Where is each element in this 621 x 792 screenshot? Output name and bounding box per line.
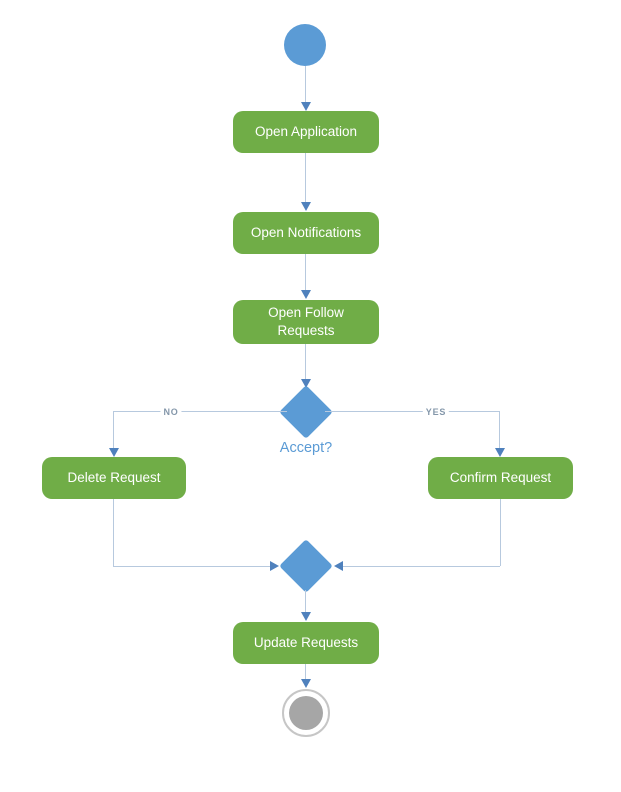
action-label: Confirm Request — [449, 470, 552, 486]
edge-label-no: NO — [160, 407, 182, 417]
edge-merge-to-update-requests — [305, 590, 306, 612]
arrowhead-icon — [301, 612, 311, 621]
edge-no-to-delete-request — [113, 411, 114, 448]
end-node-icon — [282, 689, 330, 737]
action-label: Update Requests — [253, 635, 359, 651]
edge-open-notifications-to-open-follow-requests — [305, 254, 306, 290]
edge-confirm-request-down — [500, 499, 501, 566]
action-label: Open Notifications — [250, 225, 362, 241]
edge-delete-request-to-merge — [113, 566, 270, 567]
arrowhead-icon — [270, 561, 279, 571]
action-update-requests: Update Requests — [233, 622, 379, 664]
action-label: Delete Request — [67, 470, 161, 486]
action-open-application: Open Application — [233, 111, 379, 153]
arrowhead-icon — [301, 379, 311, 388]
edge-confirm-request-to-merge — [343, 566, 500, 567]
merge-diamond-icon — [279, 539, 333, 593]
arrowhead-icon — [301, 290, 311, 299]
edge-open-follow-requests-to-decision — [305, 344, 306, 379]
edge-decision-no-branch — [113, 411, 287, 412]
edge-decision-yes-branch — [325, 411, 499, 412]
end-node-core — [289, 696, 323, 730]
action-confirm-request: Confirm Request — [428, 457, 573, 499]
arrowhead-icon — [301, 202, 311, 211]
edge-label-yes: YES — [422, 407, 450, 417]
arrowhead-icon — [109, 448, 119, 457]
arrowhead-icon — [301, 679, 311, 688]
edge-start-to-open-application — [305, 66, 306, 102]
arrowhead-icon — [334, 561, 343, 571]
action-open-follow-requests: Open Follow Requests — [233, 300, 379, 344]
decision-label: Accept? — [279, 440, 333, 456]
edge-update-requests-to-end — [305, 664, 306, 679]
decision-diamond-icon — [279, 385, 333, 439]
start-node-icon — [284, 24, 326, 66]
action-delete-request: Delete Request — [42, 457, 186, 499]
edge-delete-request-down — [113, 499, 114, 566]
action-label: Open Follow Requests — [268, 305, 344, 338]
edge-open-application-to-open-notifications — [305, 153, 306, 202]
arrowhead-icon — [495, 448, 505, 457]
edge-yes-to-confirm-request — [499, 411, 500, 448]
action-open-notifications: Open Notifications — [233, 212, 379, 254]
action-label: Open Application — [254, 124, 358, 140]
arrowhead-icon — [301, 102, 311, 111]
